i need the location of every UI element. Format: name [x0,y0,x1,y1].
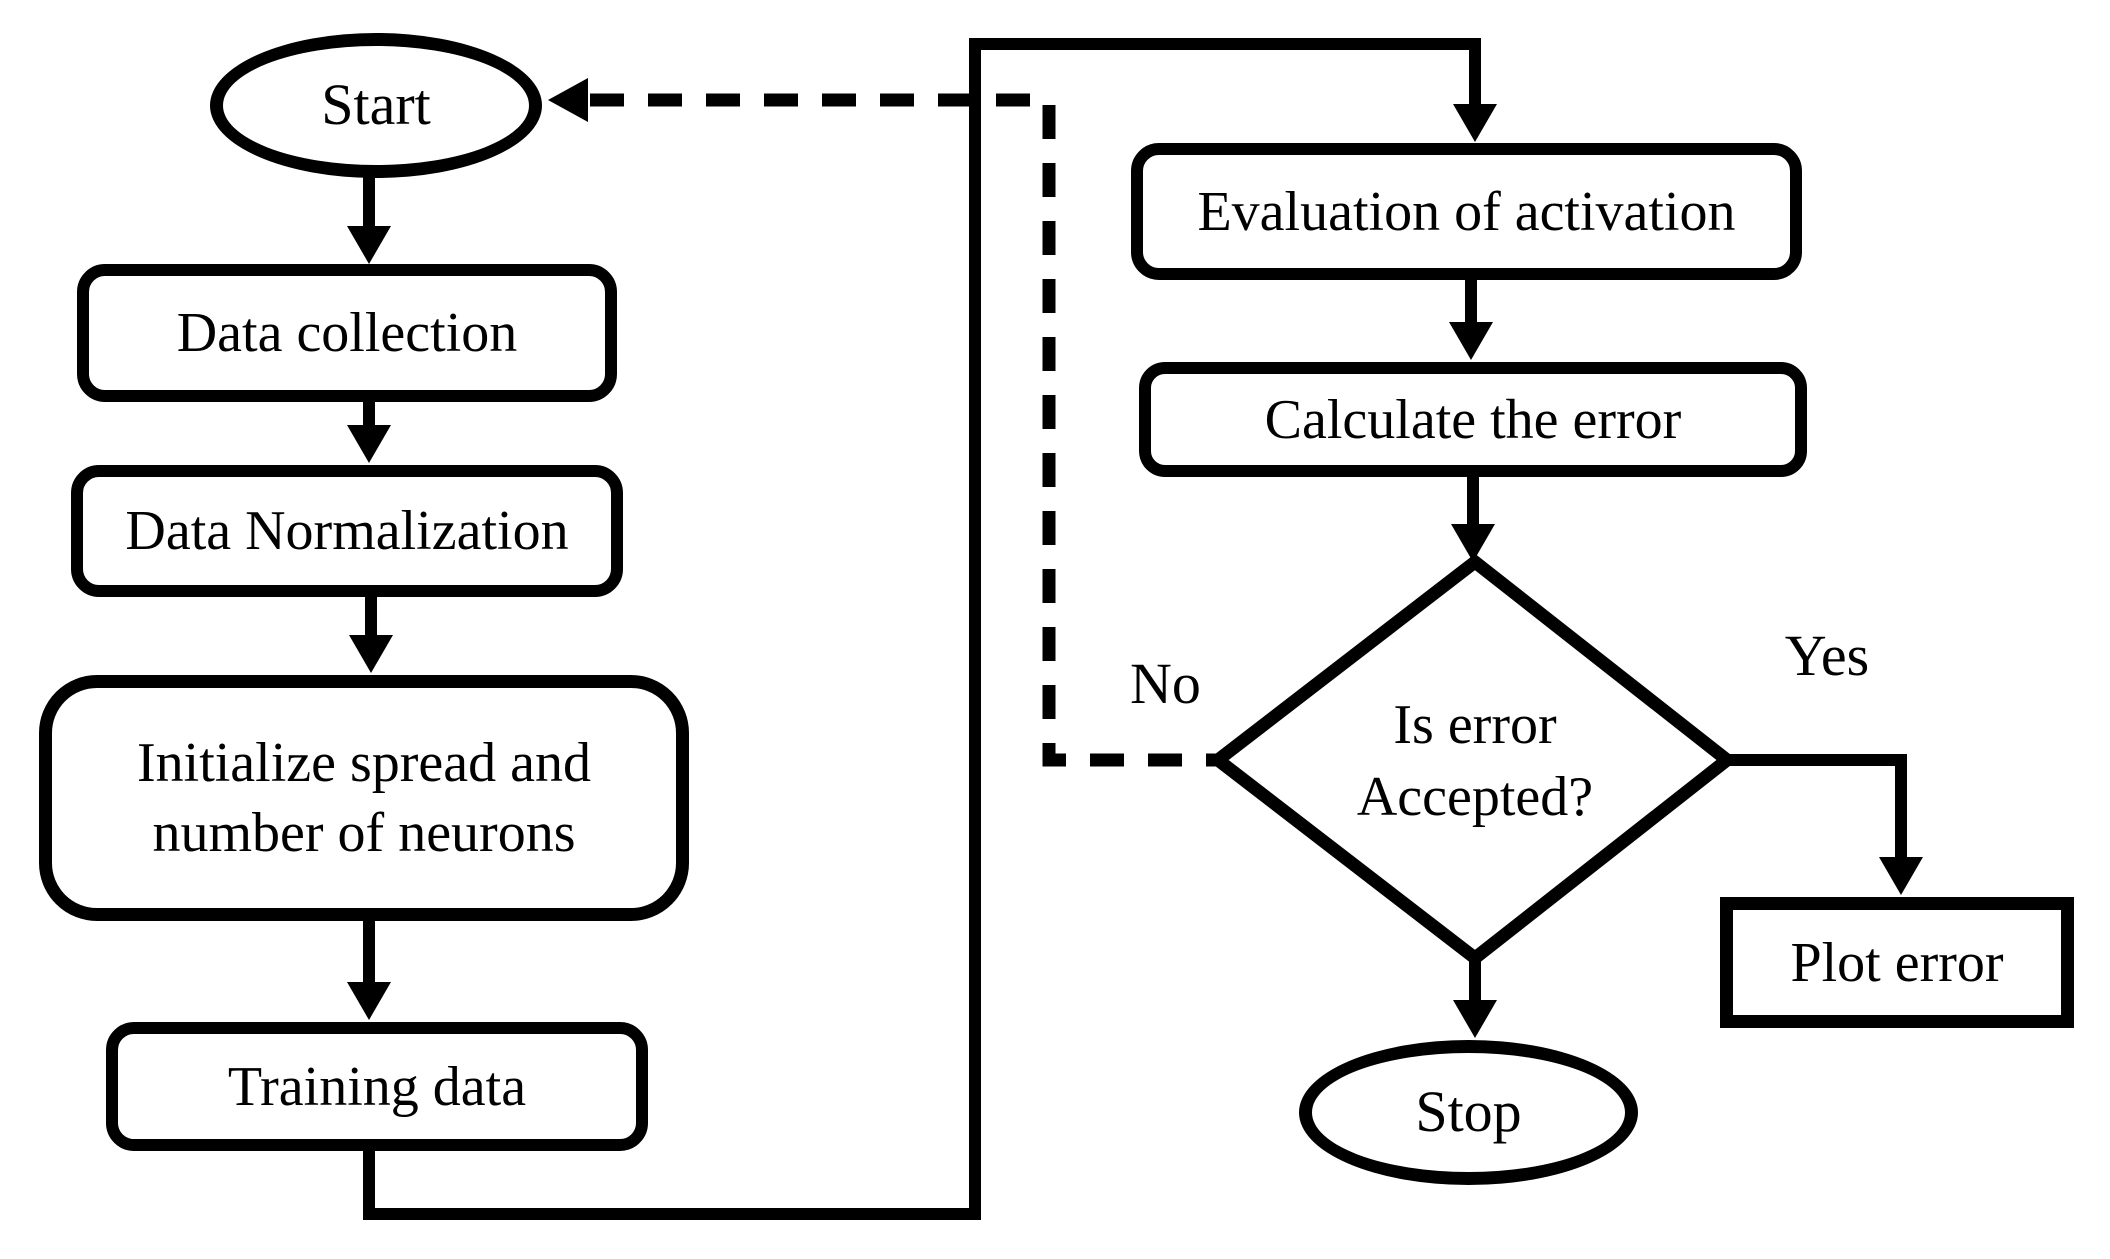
decision-to-stop-arrowhead [1453,1000,1497,1038]
decision-label-line2: Accepted? [1356,766,1594,828]
calculate-error-node: Calculate the error [1139,362,1807,477]
no-branch-label: No [1108,648,1223,718]
calculate-error-label: Calculate the error [1264,388,1682,451]
initialize-to-training-arrowhead [347,982,391,1020]
training-to-evaluation-arrowhead [1453,104,1497,142]
initialize-spread-node: Initialize spread and number of neurons [39,675,689,921]
data-normalization-node: Data Normalization [71,465,623,597]
data-collection-label: Data collection [176,302,518,364]
initialize-spread-label: Initialize spread and number of neurons [137,728,591,868]
data-collection-node: Data collection [77,264,617,402]
start-node: Start [210,33,542,178]
normalization-to-initialize-arrowhead [349,635,393,673]
evaluation-node: Evaluation of activation [1131,143,1802,280]
decision-label: Is error Accepted? [1280,672,1670,852]
decision-to-plot-arrowhead [1879,857,1923,895]
initialize-spread-label-line2: number of neurons [152,802,576,864]
no-branch-label-text: No [1130,650,1201,716]
no-feedback-arrowhead [548,78,588,122]
plot-error-node: Plot error [1720,897,2074,1028]
decision-to-plot-connector [1725,754,1907,859]
start-to-collection-arrowhead [347,226,391,264]
collection-to-normalization-arrowhead [347,425,391,463]
decision-label-line1: Is error [1393,694,1557,757]
calculate-to-decision-arrowhead [1451,524,1495,562]
training-to-evaluation-connector [363,38,1481,1220]
data-normalization-label: Data Normalization [125,500,569,562]
initialize-spread-label-line1: Initialize spread and [136,732,591,794]
stop-node: Stop [1299,1040,1638,1185]
evaluation-to-calculate-arrowhead [1449,322,1493,360]
yes-branch-label: Yes [1752,620,1902,690]
plot-error-label: Plot error [1790,931,2004,994]
evaluation-label: Evaluation of activation [1197,180,1736,243]
start-label: Start [321,72,431,138]
yes-branch-label-text: Yes [1784,622,1870,688]
training-data-node: Training data [106,1022,648,1151]
stop-label: Stop [1415,1079,1522,1145]
training-data-label: Training data [227,1055,527,1118]
